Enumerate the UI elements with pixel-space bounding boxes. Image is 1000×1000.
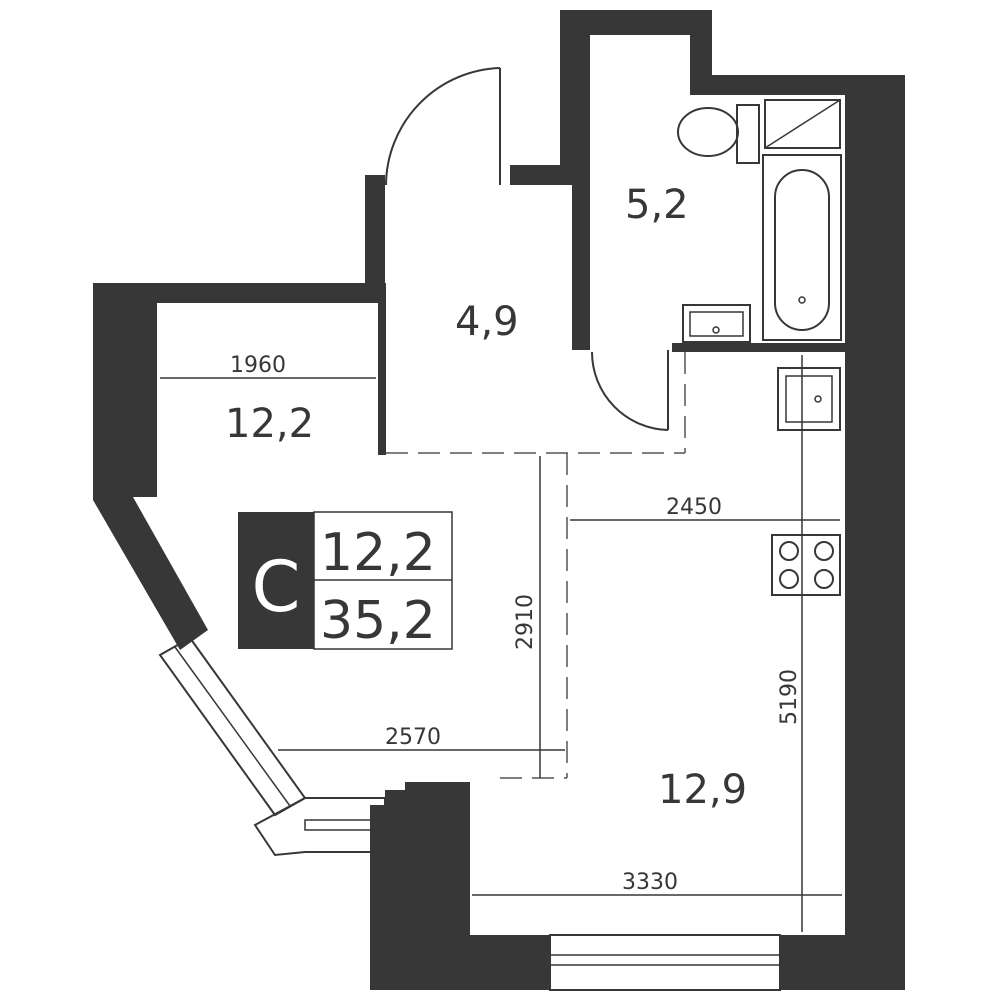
dim-1960: 1960	[230, 353, 286, 378]
badge-type: С	[252, 546, 301, 628]
dim-2910: 2910	[513, 594, 538, 650]
room-area-upper: 12,2	[225, 401, 314, 447]
toilet-icon	[677, 104, 760, 164]
room-area-hallway: 4,9	[455, 299, 519, 345]
dim-2450: 2450	[666, 495, 722, 520]
bathtub-icon	[762, 154, 842, 341]
fixtures	[677, 99, 842, 596]
dim-5190: 5190	[777, 669, 802, 725]
zone-dividers	[386, 352, 686, 779]
dim-3330: 3330	[622, 870, 678, 895]
stove-icon	[771, 534, 841, 596]
sink-icon	[682, 304, 751, 343]
doors	[385, 67, 669, 431]
kitchen-sink-icon	[777, 367, 841, 431]
apartment-badge: С 12,2 35,2	[238, 511, 453, 651]
room-area-kitchen: 12,9	[658, 767, 747, 813]
badge-living-area: 12,2	[320, 523, 436, 583]
windows	[158, 636, 781, 991]
room-area-bathroom: 5,2	[625, 182, 689, 228]
badge-total-area: 35,2	[320, 591, 436, 651]
walls	[93, 10, 905, 990]
dim-2570: 2570	[385, 725, 441, 750]
dimension-lines	[160, 355, 842, 932]
